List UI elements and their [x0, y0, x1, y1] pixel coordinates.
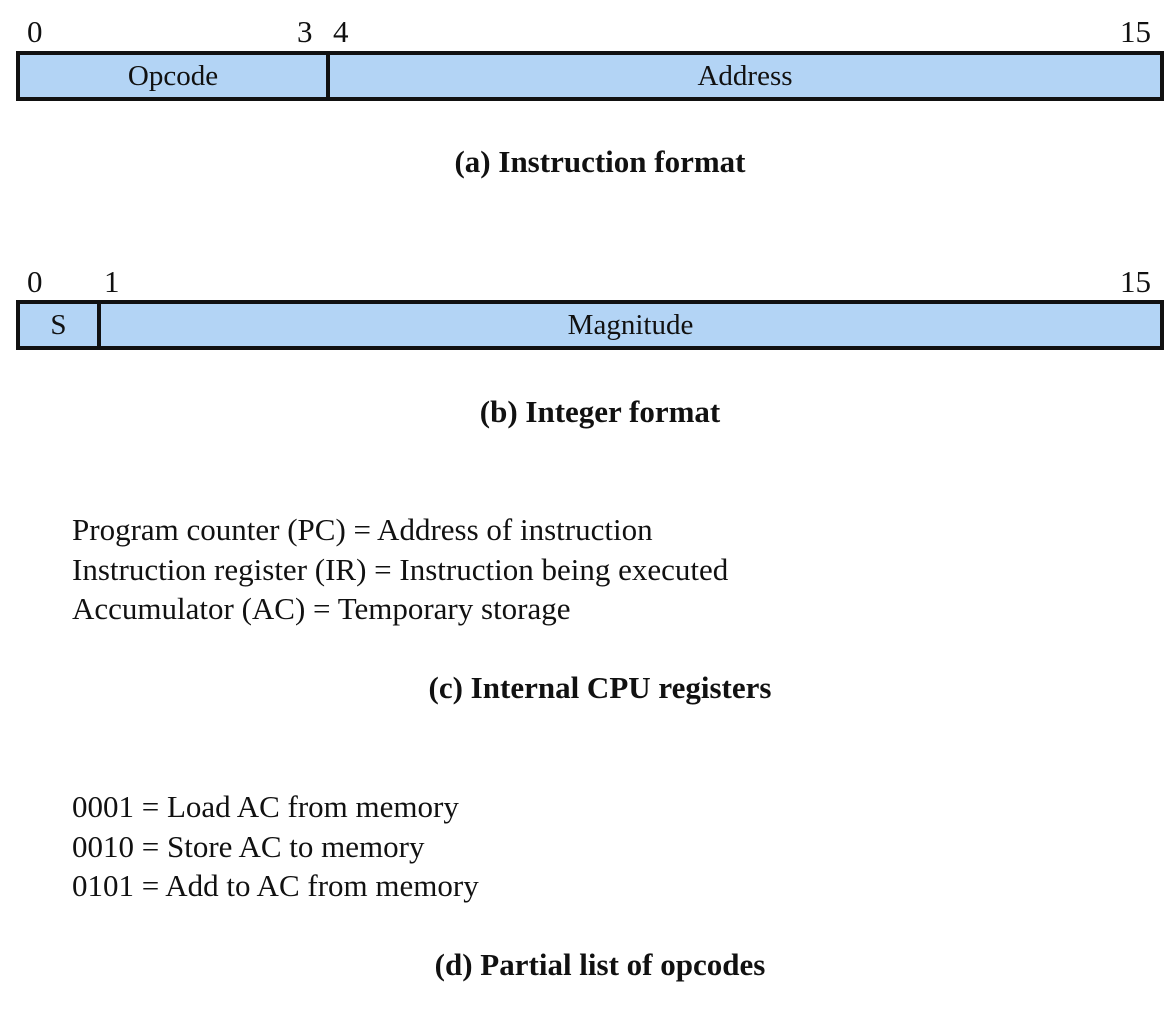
bit-label-0: 0 [27, 14, 43, 49]
opcode-list: 0001 = Load AC from memory 0010 = Store … [72, 787, 479, 906]
caption-cpu-registers: (c) Internal CPU registers [428, 670, 772, 705]
caption-opcodes: (d) Partial list of opcodes [434, 947, 766, 982]
bit-label-1: 1 [104, 264, 120, 299]
bit-label-0: 0 [27, 264, 43, 299]
bit-label-3: 3 [297, 14, 313, 49]
bit-label-4: 4 [333, 14, 349, 49]
opcode-line-store: 0010 = Store AC to memory [72, 828, 425, 864]
register-line-pc: Program counter (PC) = Address of instru… [72, 512, 653, 547]
bit-label-15: 15 [1120, 14, 1151, 49]
caption-instruction-format: (a) Instruction format [454, 144, 746, 179]
register-line-ac: Accumulator (AC) = Temporary storage [72, 591, 571, 626]
integer-format-bar: S Magnitude [16, 300, 1164, 350]
caption-integer-format: (b) Integer format [479, 394, 721, 429]
bit-label-15: 15 [1120, 264, 1151, 299]
instruction-format-bar: Opcode Address [16, 51, 1164, 101]
magnitude-field: Magnitude [97, 304, 1160, 346]
opcode-line-add: 0101 = Add to AC from memory [72, 868, 479, 903]
opcode-line-load: 0001 = Load AC from memory [72, 789, 459, 824]
cpu-registers-list: Program counter (PC) = Address of instru… [72, 510, 728, 629]
address-field: Address [326, 55, 1160, 97]
register-line-ir: Instruction register (IR) = Instruction … [72, 551, 729, 587]
sign-field: S [20, 304, 97, 346]
opcode-field: Opcode [20, 55, 326, 97]
